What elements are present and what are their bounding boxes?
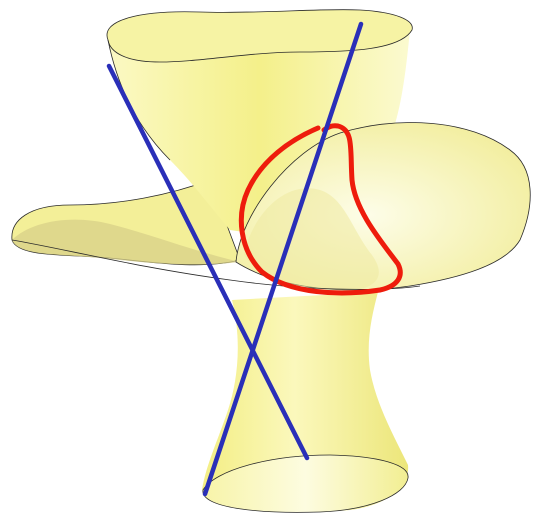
surface-top-rim: [106, 9, 413, 63]
surface-left-flap-underside: [12, 219, 240, 265]
surface-dish-inner-shadow: [244, 188, 379, 292]
closed-curve: [238, 123, 403, 296]
surface-bottom-rim: [202, 454, 409, 513]
line-a: [106, 63, 310, 461]
line-b: [202, 21, 364, 497]
